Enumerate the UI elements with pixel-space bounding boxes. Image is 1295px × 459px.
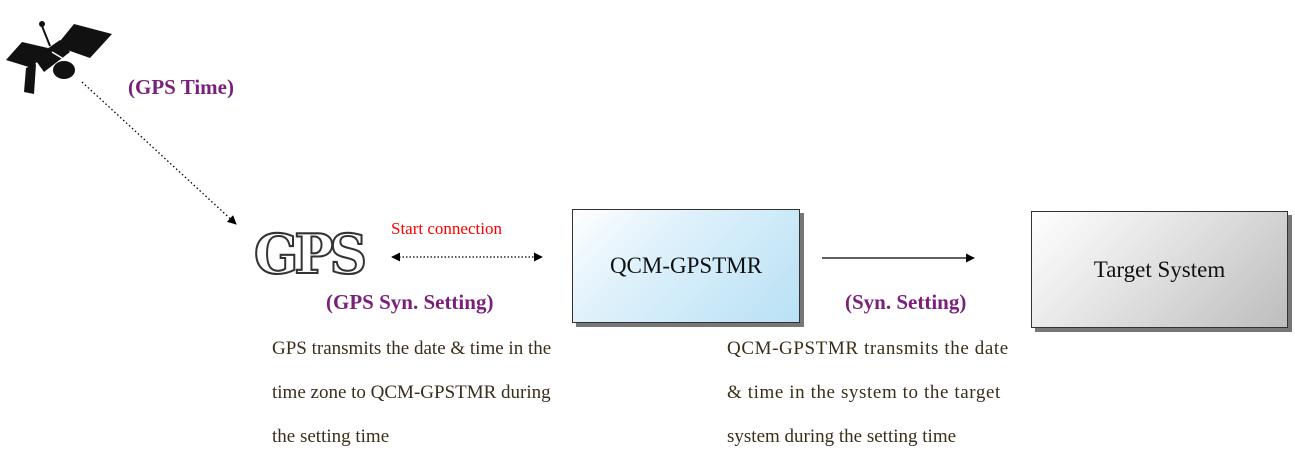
qcm-description-line: system during the setting time (727, 426, 957, 447)
satellite-to-gps-arrow (81, 81, 237, 225)
start-connection-label: Start connection (391, 219, 502, 238)
syn-setting-label: (Syn. Setting) (845, 290, 967, 314)
qcm-gpstmr-label: QCM-GPSTMR (609, 253, 763, 278)
qcm-description-line: & time in the system to the target (727, 382, 1001, 403)
gps-description: GPS transmits the date & time in the tim… (272, 327, 672, 459)
gps-time-label: (GPS Time) (128, 75, 234, 99)
gps-description-line: the setting time (272, 426, 390, 447)
gps-syn-setting-label: (GPS Syn. Setting) (326, 290, 494, 314)
target-system-box: Target System (1031, 211, 1288, 328)
target-system-label: Target System (1093, 256, 1226, 282)
satellite-icon (6, 21, 112, 94)
qcm-description: QCM-GPSTMR transmits the date & time in … (727, 327, 1107, 459)
qcm-gpstmr-box: QCM-GPSTMR (572, 209, 800, 323)
gps-logo: GPS (253, 221, 368, 287)
gps-description-line: time zone to QCM-GPSTMR during (272, 382, 551, 403)
gps-description-line: GPS transmits the date & time in the (272, 338, 552, 359)
qcm-description-line: QCM-GPSTMR transmits the date (727, 338, 1009, 359)
